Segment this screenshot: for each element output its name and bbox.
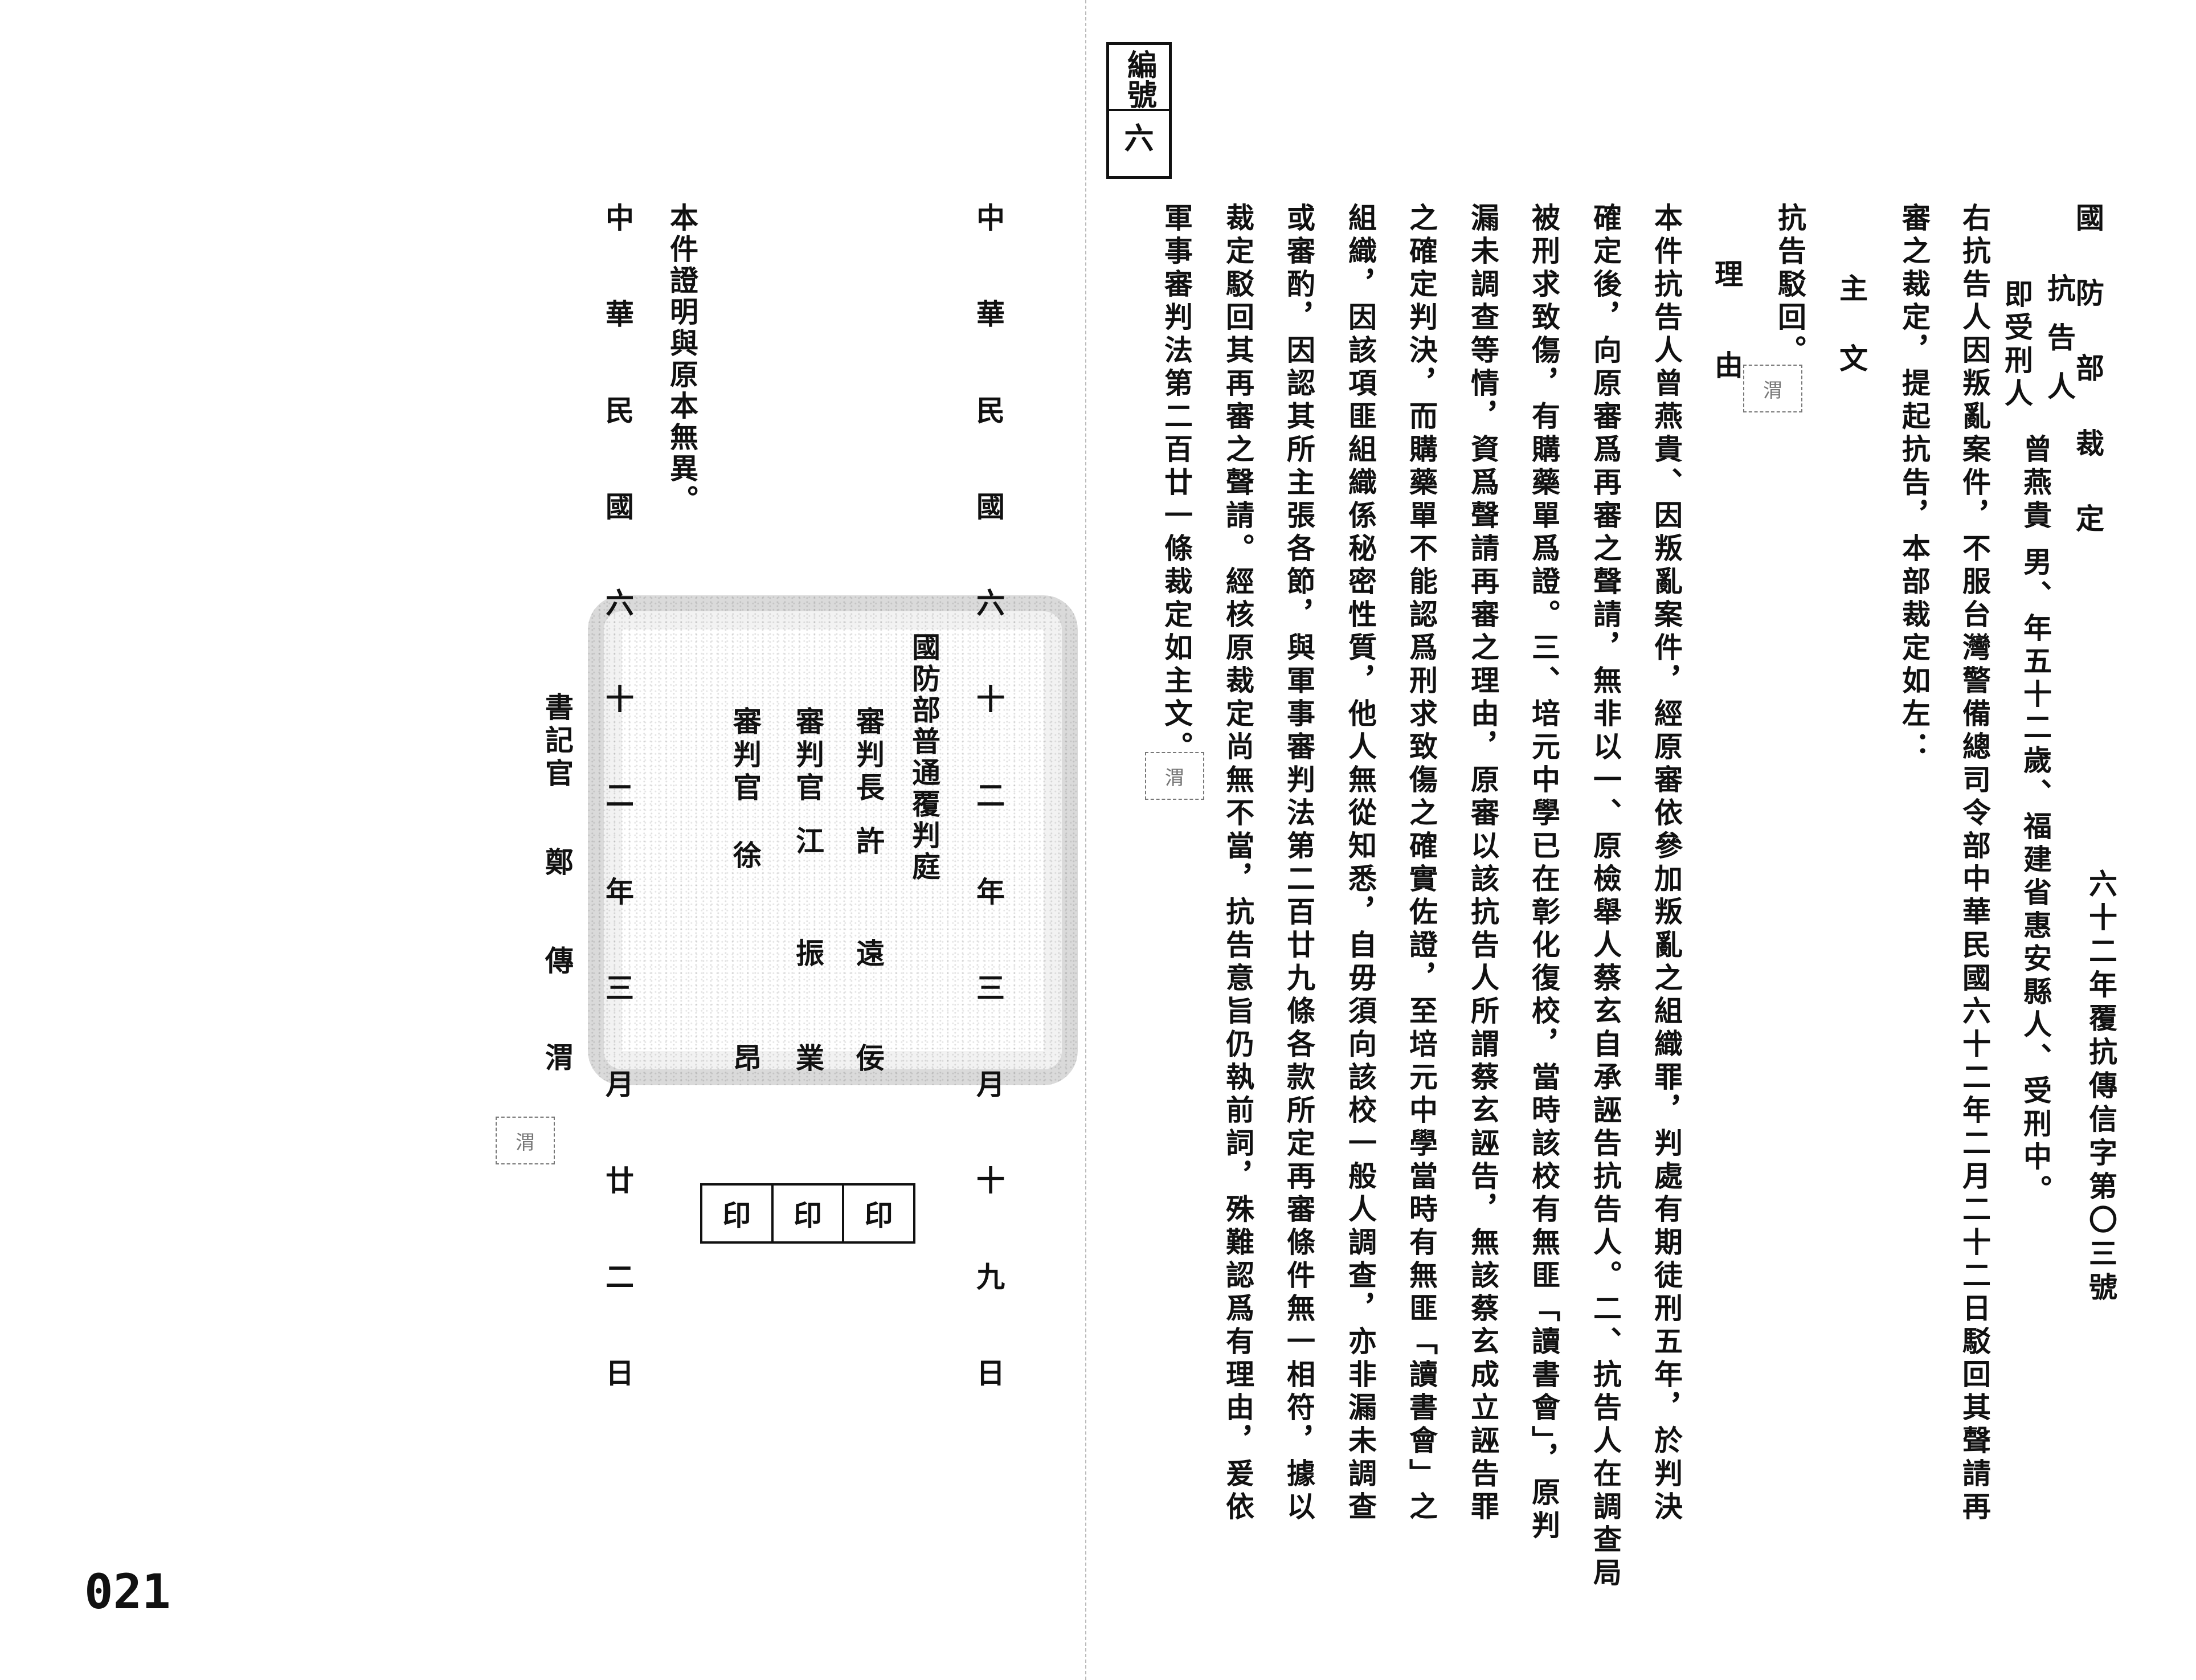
document-title: 國防部裁定 [2071,203,2105,579]
reasons-heading: 理由 [1710,259,1744,442]
judge-name-char: 業 [791,1043,825,1076]
seal-boxes: 印 印 印 [700,1183,915,1244]
appellant-label: 抗告人 [2043,273,2076,420]
reason-line: 之確定判決，而購藥單不能認爲刑求致傷之確實佐證，至培元中學當時有無匪「讀書會」之 [1405,203,1438,1524]
page-number: 021 [84,1564,171,1620]
clerk-name-char: 傳 [541,946,574,979]
reason-line: 確定後，向原審爲再審之聲請，無非以一、原檢舉人蔡玄自承誣告抗告人。二、抗告人在調… [1589,203,1622,1591]
judge-name-char: 遠 [852,938,885,971]
main-text-heading: 主文 [1835,273,1868,414]
ruling-date: 中華民國六十二年三月十九日 [972,203,1005,1454]
judge-name-char: 振 [791,938,825,971]
clerk-name-char: 鄭 [541,847,574,880]
reason-line: 軍事審判法第二百廿一條裁定如主文。 [1160,203,1193,765]
case-number: 六十二年覆抗傳信字第〇三號 [2084,869,2118,1306]
court-stamp-shading [588,595,1078,1085]
seal-cell: 印 [842,1186,913,1241]
judge-title: 審判官 [791,706,825,806]
seal-mark: 渭 [496,1117,555,1164]
reason-line: 組織，因該項匪組織係秘密性質，他人無從知悉，自毋須向該校一般人調查，亦非漏未調查 [1344,203,1377,1524]
reason-line: 或審酌，因認其所主張各節，與軍事審判法第二百廿九條各款所定再審條件無一相符，據以 [1282,203,1316,1524]
clerk-name-char: 渭 [541,1043,574,1076]
seal-mark: 渭 [1145,752,1204,800]
seal-cell: 印 [722,1199,751,1232]
judge-title: 審判官 [729,706,762,806]
reason-line: 裁定駁回其再審之聲請。經核原裁定尚無不當，抗告意旨仍執前詞，殊難認爲有理由，爰依 [1221,203,1255,1524]
serial-number-box: 編號 六 [1106,42,1172,179]
appellant-name: 曾燕貴 [2019,434,2052,533]
serial-label: 編號 [1122,50,1157,109]
court-name: 國防部普通覆判庭 [907,632,941,883]
seal-cell: 印 [771,1186,843,1241]
judge-name-char: 昂 [729,1043,762,1076]
certification-date: 中華民國六十二年三月廿二日 [601,203,635,1454]
reason-line: 被刑求致傷，有購藥單爲證。三、培元中學已在彰化復校，當時該校有無匪「讀書會」，原… [1527,203,1561,1543]
serial-number: 六 [1109,109,1169,157]
appellant-info: 男、年五十二歲、福建省惠安縣人、受刑中。 [2019,547,2052,1208]
seal-mark: 渭 [1743,365,1802,412]
preamble-line: 審之裁定，提起抗告，本部裁定如左： [1898,203,1931,765]
judge-name-char: 江 [791,826,825,859]
convict-label: 即受刑人 [2000,279,2034,411]
judge-name-char: 佞 [852,1043,885,1076]
clerk-title: 書記官 [541,692,574,791]
judge-name-char: 許 [852,826,885,859]
page-fold-line [1085,0,1086,1680]
reason-line: 本件抗告人曾燕貴、因叛亂案件，經原審依參加叛亂之組織罪，判處有期徒刑五年，於判決 [1650,203,1683,1524]
judge-title: 審判長 [852,706,885,806]
preamble-line: 右抗告人因叛亂案件，不服台灣警備總司令部中華民國六十二年二月二十二日駁回其聲請再 [1958,203,1991,1524]
reason-line: 漏未調查等情，資爲聲請再審之理由，原審以該抗告人所謂蔡玄誣告，無該蔡玄成立誣告罪 [1466,203,1500,1524]
main-text: 抗告駁回。 [1773,203,1807,368]
judge-name-char: 徐 [729,840,762,873]
certification-text: 本件證明與原本無異。 [665,203,699,516]
